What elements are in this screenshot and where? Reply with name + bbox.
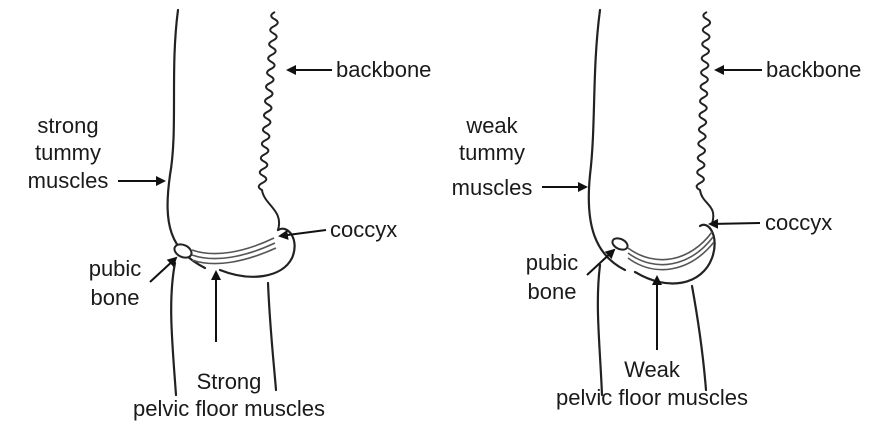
- backbone-label-weak: backbone: [766, 57, 861, 82]
- pubic-arrow-weak: [587, 250, 614, 275]
- backbone-label-strong: backbone: [336, 57, 431, 82]
- tummy-label-weak: weak: [465, 113, 518, 138]
- coccyx-label-strong: coccyx: [330, 217, 397, 242]
- panel-weak: backbone weak tummy muscles coccyx pubic…: [452, 10, 862, 410]
- pubic-label-strong-2: bone: [91, 285, 140, 310]
- floor-label-weak-2: pelvic floor muscles: [556, 385, 748, 410]
- body-outline-weak: [589, 10, 715, 395]
- coccyx-label-weak: coccyx: [765, 210, 832, 235]
- panel-strong: backbone strong tummy muscles coccyx pub…: [28, 10, 432, 421]
- tummy-label-strong: strong: [37, 113, 98, 138]
- tummy-label-weak-3: muscles: [452, 175, 533, 200]
- tummy-label-strong-3: muscles: [28, 168, 109, 193]
- backbone-spine-strong: [259, 12, 279, 230]
- tummy-label-weak-2: tummy: [459, 140, 525, 165]
- pubic-label-weak: pubic: [526, 250, 579, 275]
- tummy-label-strong-2: tummy: [35, 140, 101, 165]
- pubic-label-strong: pubic: [89, 256, 142, 281]
- floor-label-strong-2: pelvic floor muscles: [133, 396, 325, 421]
- pubic-label-weak-2: bone: [528, 279, 577, 304]
- body-outline-strong: [168, 10, 295, 395]
- floor-label-weak: Weak: [624, 357, 681, 382]
- pelvic-floor-muscles-weak: [628, 232, 714, 270]
- coccyx-arrow-weak: [710, 223, 760, 224]
- floor-label-strong: Strong: [197, 369, 262, 394]
- pelvic-floor-muscles-strong: [192, 238, 276, 264]
- backbone-spine-weak: [697, 12, 714, 224]
